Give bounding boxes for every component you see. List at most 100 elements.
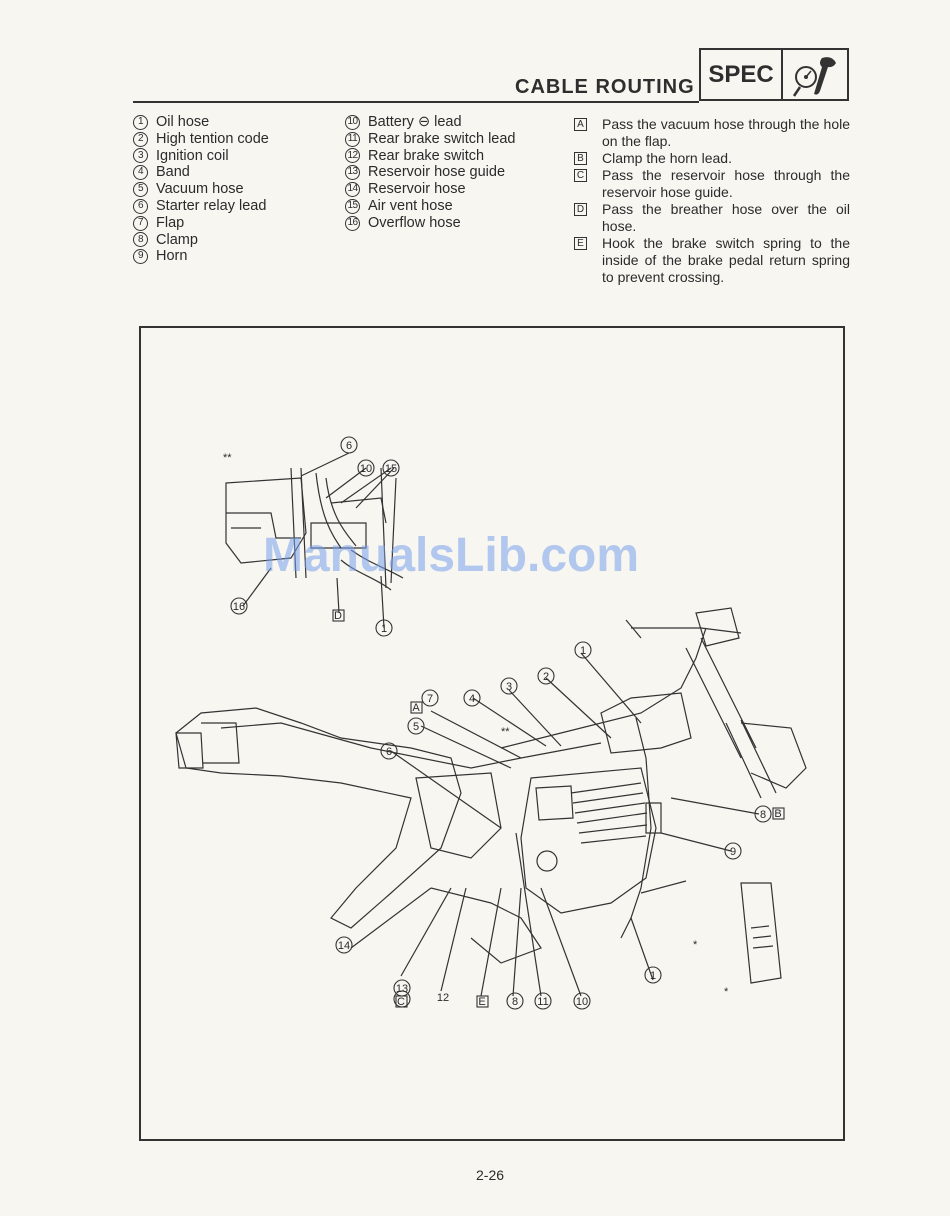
oil-hose-route	[620, 717, 652, 939]
callout-11: 11	[537, 996, 548, 1008]
fuel-tank	[600, 692, 692, 754]
spec-badge: SPEC	[699, 48, 849, 101]
rear-fender	[175, 707, 462, 929]
callout-1-detail: 1	[381, 623, 387, 635]
wrench-and-gauge-icon	[783, 50, 847, 99]
note-item: A Pass the vacuum hose through the hole o…	[574, 116, 850, 150]
detail-bracket	[226, 512, 301, 539]
legend-label: Band	[156, 164, 190, 181]
callout-number: 1	[133, 114, 148, 130]
legend-label: Ignition coil	[156, 147, 229, 164]
legend-item: 4 Band	[133, 164, 269, 181]
callout-6: 6	[346, 440, 352, 452]
note-marker-c: C	[397, 996, 405, 1008]
note-marker-e: E	[478, 996, 485, 1008]
callout-1: 1	[580, 645, 586, 657]
note-letter: C	[574, 169, 587, 182]
legend-item: 8 Clamp	[133, 232, 269, 249]
note-letter: E	[574, 237, 587, 250]
note-item: E Hook the brake switch spring to the ins…	[574, 235, 850, 286]
swingarm-area	[430, 887, 542, 964]
legend-item: 13 Reservoir hose guide	[345, 164, 516, 181]
legend-label: Air vent hose	[368, 197, 453, 214]
legend-label: Clamp	[156, 231, 198, 248]
note-letter: A	[574, 118, 587, 131]
note-letter: B	[574, 152, 587, 165]
spring-mark-asterisk: *	[693, 939, 698, 951]
callout-number: 6	[133, 198, 148, 214]
callout-7: 7	[427, 693, 433, 705]
callout-number: 10	[345, 114, 360, 130]
note-marker-b: B	[774, 808, 781, 820]
legend-label: Oil hose	[156, 114, 210, 130]
callout-number: 4	[133, 165, 148, 181]
seat-rail	[220, 722, 602, 769]
legend-label: Rear brake switch lead	[368, 130, 516, 147]
engine-cover	[536, 850, 558, 872]
legend-label: Vacuum hose	[156, 181, 244, 198]
callout-8-lower: 8	[512, 996, 518, 1008]
note-text: Hook the brake switch spring to the insi…	[602, 235, 850, 285]
headlight	[695, 607, 740, 647]
note-text: Pass the vacuum hose through the hole on…	[602, 116, 850, 149]
callout-5: 5	[413, 721, 419, 733]
note-marker-d: D	[334, 610, 342, 622]
note-marker-a: A	[412, 702, 420, 714]
spring-detail	[740, 882, 782, 984]
detail-mark-double-asterisk-main: **	[501, 726, 510, 738]
callout-number: 8	[133, 232, 148, 248]
note-letter: D	[574, 203, 587, 216]
legend-label: Overflow hose	[368, 214, 461, 231]
frame-main-tube	[500, 627, 707, 749]
cylinder-fins	[570, 782, 648, 844]
legend-label: Flap	[156, 214, 185, 231]
spring-mark-asterisk-detail: *	[724, 986, 729, 998]
legend-item: 11 Rear brake switch lead	[345, 131, 516, 148]
callout-15: 15	[385, 463, 397, 475]
legend-item: 5 Vacuum hose	[133, 181, 269, 198]
cable-routing-diagram: ** ** * * 6 10 15 16 1 1 2 3	[139, 326, 845, 1141]
callout-number: 14	[345, 182, 360, 198]
legend-label: High tention code	[156, 130, 269, 147]
page-title: CABLE ROUTING	[515, 76, 695, 98]
leader-lines	[242, 452, 760, 997]
note-item: C Pass the reservoir hose through the res…	[574, 167, 850, 201]
front-fork	[685, 637, 777, 799]
callout-number: 16	[345, 215, 360, 231]
callout-6-main: 6	[386, 746, 392, 758]
note-text: Pass the reservoir hose through the rese…	[602, 167, 850, 200]
spec-badge-label: SPEC	[701, 50, 783, 99]
page-number: 2-26	[476, 1167, 505, 1183]
callout-3: 3	[506, 681, 512, 693]
legend-item: 6 Starter relay lead	[133, 198, 269, 215]
callout-number: 15	[345, 198, 360, 214]
legend-label: Rear brake switch	[368, 147, 485, 164]
header-rule	[133, 101, 699, 103]
legend-item: 1 Oil hose	[133, 114, 269, 131]
callout-9: 9	[730, 846, 736, 858]
front-fender	[740, 722, 807, 789]
legend-label: Starter relay lead	[156, 197, 267, 214]
detail-oil-hose	[340, 549, 404, 591]
callout-number: 13	[345, 165, 360, 181]
side-cover	[415, 772, 502, 859]
legend-item: 15 Air vent hose	[345, 198, 516, 215]
routing-notes: A Pass the vacuum hose through the hole o…	[574, 116, 850, 286]
callout-labels: 6 10 15 16 1 1 2 3 4 7 5 6 8 9 1 14 13 1…	[233, 440, 782, 1008]
callout-number: 11	[345, 131, 360, 147]
legend-label: Reservoir hose guide	[368, 164, 506, 181]
legend-label: Horn	[156, 248, 188, 265]
detail-frame-right	[380, 467, 397, 589]
watermark: ManualsLib.com	[263, 529, 640, 582]
callout-number: 5	[133, 182, 148, 198]
detail-hose-bundle	[290, 467, 357, 579]
motorcycle-illustration: ** ** * * 6 10 15 16 1 1 2 3	[175, 436, 807, 1010]
